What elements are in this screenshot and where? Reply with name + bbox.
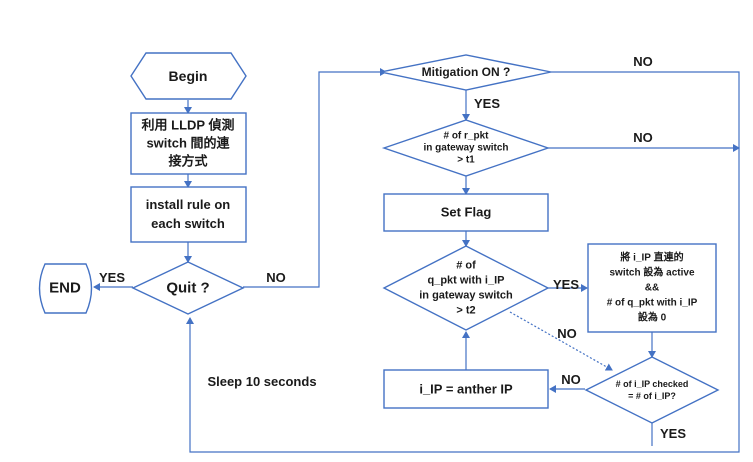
node-text-rpkt-line-3: > t1 [457,155,475,166]
node-text-install-line-1: install rule on [146,197,231,212]
node-text-rpkt-line-2: in gateway switch [423,143,508,154]
node-text-end-line-1: END [49,280,81,297]
node-text-action-line-2: switch 設為 active [609,266,694,279]
node-text-quit-line-1: Quit ? [166,280,209,297]
label-yes-qpkt: YES [553,277,579,292]
label-yes-mitigation: YES [474,96,500,111]
action-process [587,243,717,333]
qpkt-decision [382,245,550,331]
node-text-qpkt-line-3: in gateway switch [419,290,513,302]
end-terminator [38,263,93,314]
begin-terminator [130,52,247,100]
mitigation-decision [380,54,552,91]
node-text-rpkt-line-1: # of r_pkt [443,131,489,142]
label-no-quit: NO [266,270,286,285]
lldp-process [130,112,247,175]
setflag-process [383,193,549,232]
node-text-action-line-1: 將 i_IP 直連的 [620,251,683,264]
node-text-lldp-line-2: switch 間的連 [146,136,230,151]
rpkt-decision [381,119,551,177]
quit-decision [131,261,245,315]
edge-quit-mitigation [243,68,387,288]
node-text-lldp-line-3: 接方式 [168,154,207,169]
node-text-action-line-4: # of q_pkt with i_IP [607,298,698,309]
node-text-qpkt-line-1: # of [456,260,476,272]
node-text-checked-line-2: = # of i_IP? [628,391,676,401]
anotherip-process [383,369,549,409]
label-yes-quit: YES [99,270,125,285]
node-text-action-line-3: && [645,283,659,294]
label-no-mitigation: NO [633,54,653,69]
checked-decision [584,356,720,424]
label-no-rpkt: NO [633,130,653,145]
label-no-qpkt: NO [557,326,577,341]
node-text-set-flag-line-1: Set Flag [441,205,492,220]
edge-qpkt-checked [509,311,613,371]
label-yes-checked: YES [660,426,686,441]
label-no-checked: NO [561,372,581,387]
node-text-qpkt-line-4: > t2 [456,305,475,317]
node-text-qpkt-line-2: q_pkt with i_IP [427,275,504,287]
node-text-action-line-5: 設為 0 [638,311,667,324]
node-text-mitigation-line-1: Mitigation ON ? [422,65,511,79]
label-sleep: Sleep 10 seconds [207,374,316,389]
install-process [130,186,247,243]
node-text-checked-line-1: # of i_IP checked [616,379,689,389]
node-text-lldp-line-1: 利用 LLDP 偵測 [142,118,235,133]
node-text-install-line-2: each switch [151,216,225,231]
node-text-another-ip-line-1: i_IP = anther IP [419,382,513,397]
edge-mitigation-no-loop [186,71,740,453]
node-text-begin-line-1: Begin [169,68,208,84]
